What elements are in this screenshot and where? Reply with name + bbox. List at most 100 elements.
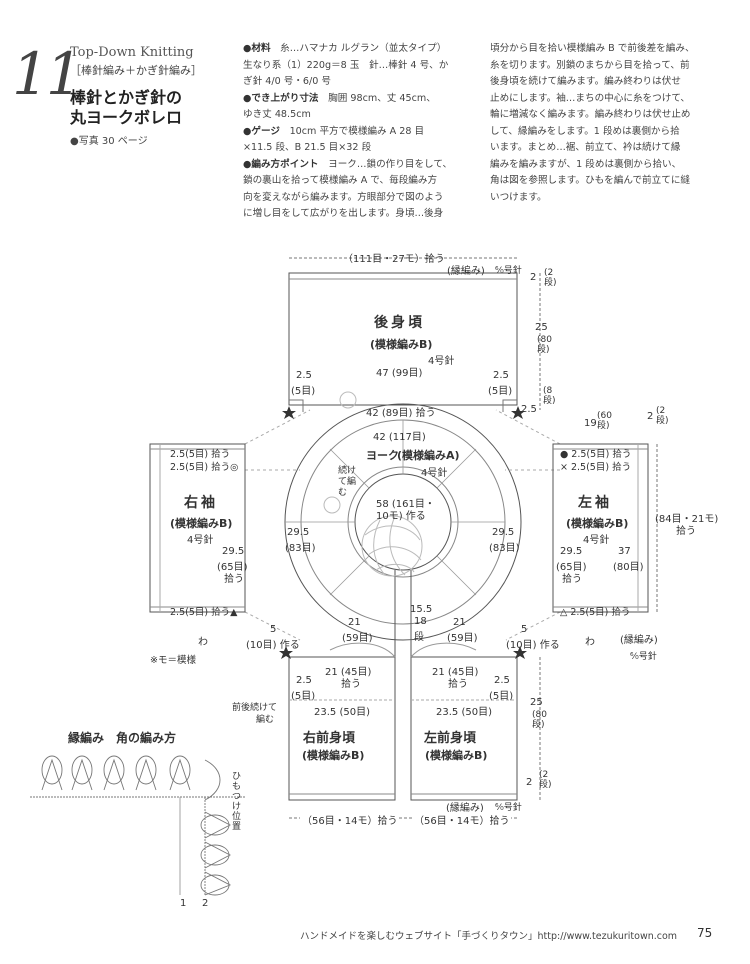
instruction-line: 輪に増減なく編みます。編み終わりは伏せ止め (490, 109, 691, 120)
bottom-right-pickup: （56目・14モ）拾う (412, 812, 512, 827)
left-sleeve-pickup-b: × 2.5(5目) 拾う (560, 462, 632, 473)
instruction-text: 鎖の裏山を拾って模様編み A で、毎段編み方 (243, 175, 438, 186)
left-front-outline (410, 656, 518, 801)
back-right-25cm: 25 (535, 322, 548, 333)
instruction-line: 角は図を参照します。ひもを編んで前立てに縫 (490, 175, 691, 186)
instruction-text: ぎ針 4/0 号・6/0 号 (243, 76, 331, 87)
right-front-outline (288, 656, 396, 801)
bottom-edge-label: (縁編み) (446, 803, 484, 814)
instruction-line: に増し目をして広がりを出します。身頃…後身 (243, 206, 483, 223)
back-bottom-pickup: 42 (89目) 拾う (366, 408, 436, 419)
yoke-right-83: (83目) (489, 543, 520, 554)
instruction-label: ●編み方ポイント (243, 158, 319, 170)
instruction-line: 頃分から目を拾い模様編み B で前後差を編み、 (490, 43, 695, 54)
subtitle-jp: ［棒針編み＋かぎ針編み］ (70, 64, 202, 77)
right-sleeve-pattern: (模様編みB) (170, 517, 233, 530)
title-line-1: 棒針とかぎ針の (70, 88, 183, 107)
instruction-text: ヨーク…鎖の作り目をして、 (328, 158, 453, 170)
corner-chart-row-2: 2 (202, 898, 209, 909)
back-right-5: (5目) (488, 386, 513, 397)
yoke-needle: 4号針 (421, 468, 448, 479)
top-edge-label: (縁編み) (447, 266, 485, 277)
instruction-text: 向を変えながら編みます。方眼部分で図のよう (243, 191, 444, 203)
yoke-left-21: 21 (348, 617, 361, 628)
instruction-text: 糸…ハマナカ ルグラン（並太タイプ） (280, 43, 447, 54)
right-front-note-2: 編む (256, 715, 275, 725)
right-front-10: (10目) 作る (246, 640, 300, 651)
left-front-25: 2.5 (494, 675, 510, 686)
instruction-text: ×11.5 段、B 21.5 目×32 段 (243, 142, 372, 153)
page-number: 75 (697, 926, 713, 940)
yoke-left-295: 29.5 (287, 527, 310, 538)
instruction-line: ●材料 糸…ハマナカ ルグラン（並太タイプ） (243, 41, 483, 58)
back-left-5: (5目) (291, 386, 316, 397)
right-front-note-1: 前後続けて (232, 703, 278, 713)
left-sleeve-80: (80目) (613, 562, 644, 573)
back-body-width: 47 (99目) (376, 368, 423, 379)
right-front-pick: 拾う (341, 679, 361, 690)
instruction-line: ●でき上がり寸法 胸囲 98cm、丈 45cm、 (243, 91, 483, 108)
yoke-left-83: (83目) (285, 543, 316, 554)
back-body-title: 後身頃 (374, 315, 425, 331)
left-front-pattern: (模様編みB) (425, 749, 488, 762)
instruction-line: 止めにします。袖…まちの中心に糸をつけて、 (490, 92, 691, 104)
yoke-center-10mo: 10モ) 作る (376, 511, 426, 522)
left-front-21: 21 (45目) (432, 667, 479, 678)
yoke-note: 続けて編む (338, 466, 357, 498)
yoke-pattern: (模様編みA) (397, 449, 460, 462)
left-front-5: 5 (521, 624, 528, 635)
yoke-top-width: 42 (117目) (373, 432, 426, 443)
yoke-left-59: (59目) (342, 633, 373, 644)
back-right-2: 2 (530, 272, 537, 283)
title-line-2: 丸ヨークボレロ (70, 108, 183, 127)
right-front-21: 21 (45目) (325, 667, 372, 678)
instruction-line: 編みを編みますが、1 段めは裏側から拾い、 (490, 158, 682, 170)
right-sleeve-pickup-c: 2.5(5目) 拾う▲ (170, 607, 238, 618)
yoke-center-58: 58 (161目・ (376, 499, 435, 510)
left-sleeve-needle: 4号針 (583, 535, 610, 546)
right-sleeve-pickup-a: 2.5(5目) 拾う (170, 449, 231, 460)
top-width-label: （111目・27モ）拾う (343, 254, 445, 265)
left-sleeve-outline (552, 443, 649, 613)
instruction-text: 胸囲 98cm、丈 45cm、 (328, 92, 436, 104)
yoke-155: 15.5 (410, 604, 433, 615)
back-left-25: 2.5 (296, 370, 312, 381)
pattern-number: 11 (12, 40, 83, 108)
instruction-text: 10cm 平方で模様編み A 28 目 (289, 125, 425, 137)
left-front-r2: 2 (526, 777, 533, 788)
top-edge-needle: ⁶⁄₀号針 (495, 266, 522, 276)
back-body-pattern: (模様編みB) (370, 338, 433, 351)
right-sleeve-outline (149, 443, 246, 613)
left-sleeve-loop: わ (585, 637, 595, 648)
back-body-needle: 4号針 (428, 356, 455, 367)
instruction-text: 生なり系（1）220g＝8 玉 針…棒針 4 号、か (243, 59, 449, 71)
left-front-r80: (80段) (532, 710, 547, 730)
right-sleeve-pickup-b: 2.5(5目) 拾う◎ (170, 462, 239, 473)
instruction-line: 生なり系（1）220g＝8 玉 針…棒針 4 号、か (243, 58, 483, 75)
left-front-235: 23.5 (50目) (436, 707, 492, 718)
yoke-18: 18 (414, 616, 427, 627)
pattern-title: 棒針とかぎ針の 丸ヨークボレロ (70, 88, 182, 128)
left-sleeve-84: (84目・21モ) (655, 514, 719, 525)
back-right-8dan: (8段) (543, 386, 556, 406)
left-sleeve-19: 19 (584, 418, 597, 429)
left-front-5me: (5目) (489, 691, 514, 702)
bottom-left-pickup: （56目・14モ）拾う (300, 812, 400, 827)
bottom-edge-needle: ⁶⁄₀号針 (495, 803, 522, 813)
right-front-5: 5 (270, 624, 277, 635)
left-sleeve-pickup-a: ● 2.5(5目) 拾う (560, 449, 632, 460)
photo-reference: ●写真 30 ページ (70, 136, 148, 147)
right-front-title: 右前身頃 (303, 731, 356, 746)
instruction-line: ×11.5 段、B 21.5 目×32 段 (243, 140, 483, 157)
left-front-10: (10目) 作る (506, 640, 560, 651)
right-sleeve-title: 右袖 (184, 495, 218, 511)
instructions-column-1: ●材料 糸…ハマナカ ルグラン（並太タイプ）生なり系（1）220g＝8 玉 針…… (243, 41, 483, 223)
left-sleeve-edge: (縁編み) (620, 635, 658, 646)
left-sleeve-60dan: (60段) (597, 411, 612, 431)
instructions-column-2: 頃分から目を拾い模様編み B で前後差を編み、糸を切ります。別鎖のまちから目を拾… (490, 41, 730, 206)
instruction-line: 鎖の裏山を拾って模様編み A で、毎段編み方 (243, 173, 483, 190)
instruction-label: ●材料 (243, 43, 271, 54)
right-front-25: 2.5 (296, 675, 312, 686)
instruction-label: ●ゲージ (243, 125, 280, 137)
